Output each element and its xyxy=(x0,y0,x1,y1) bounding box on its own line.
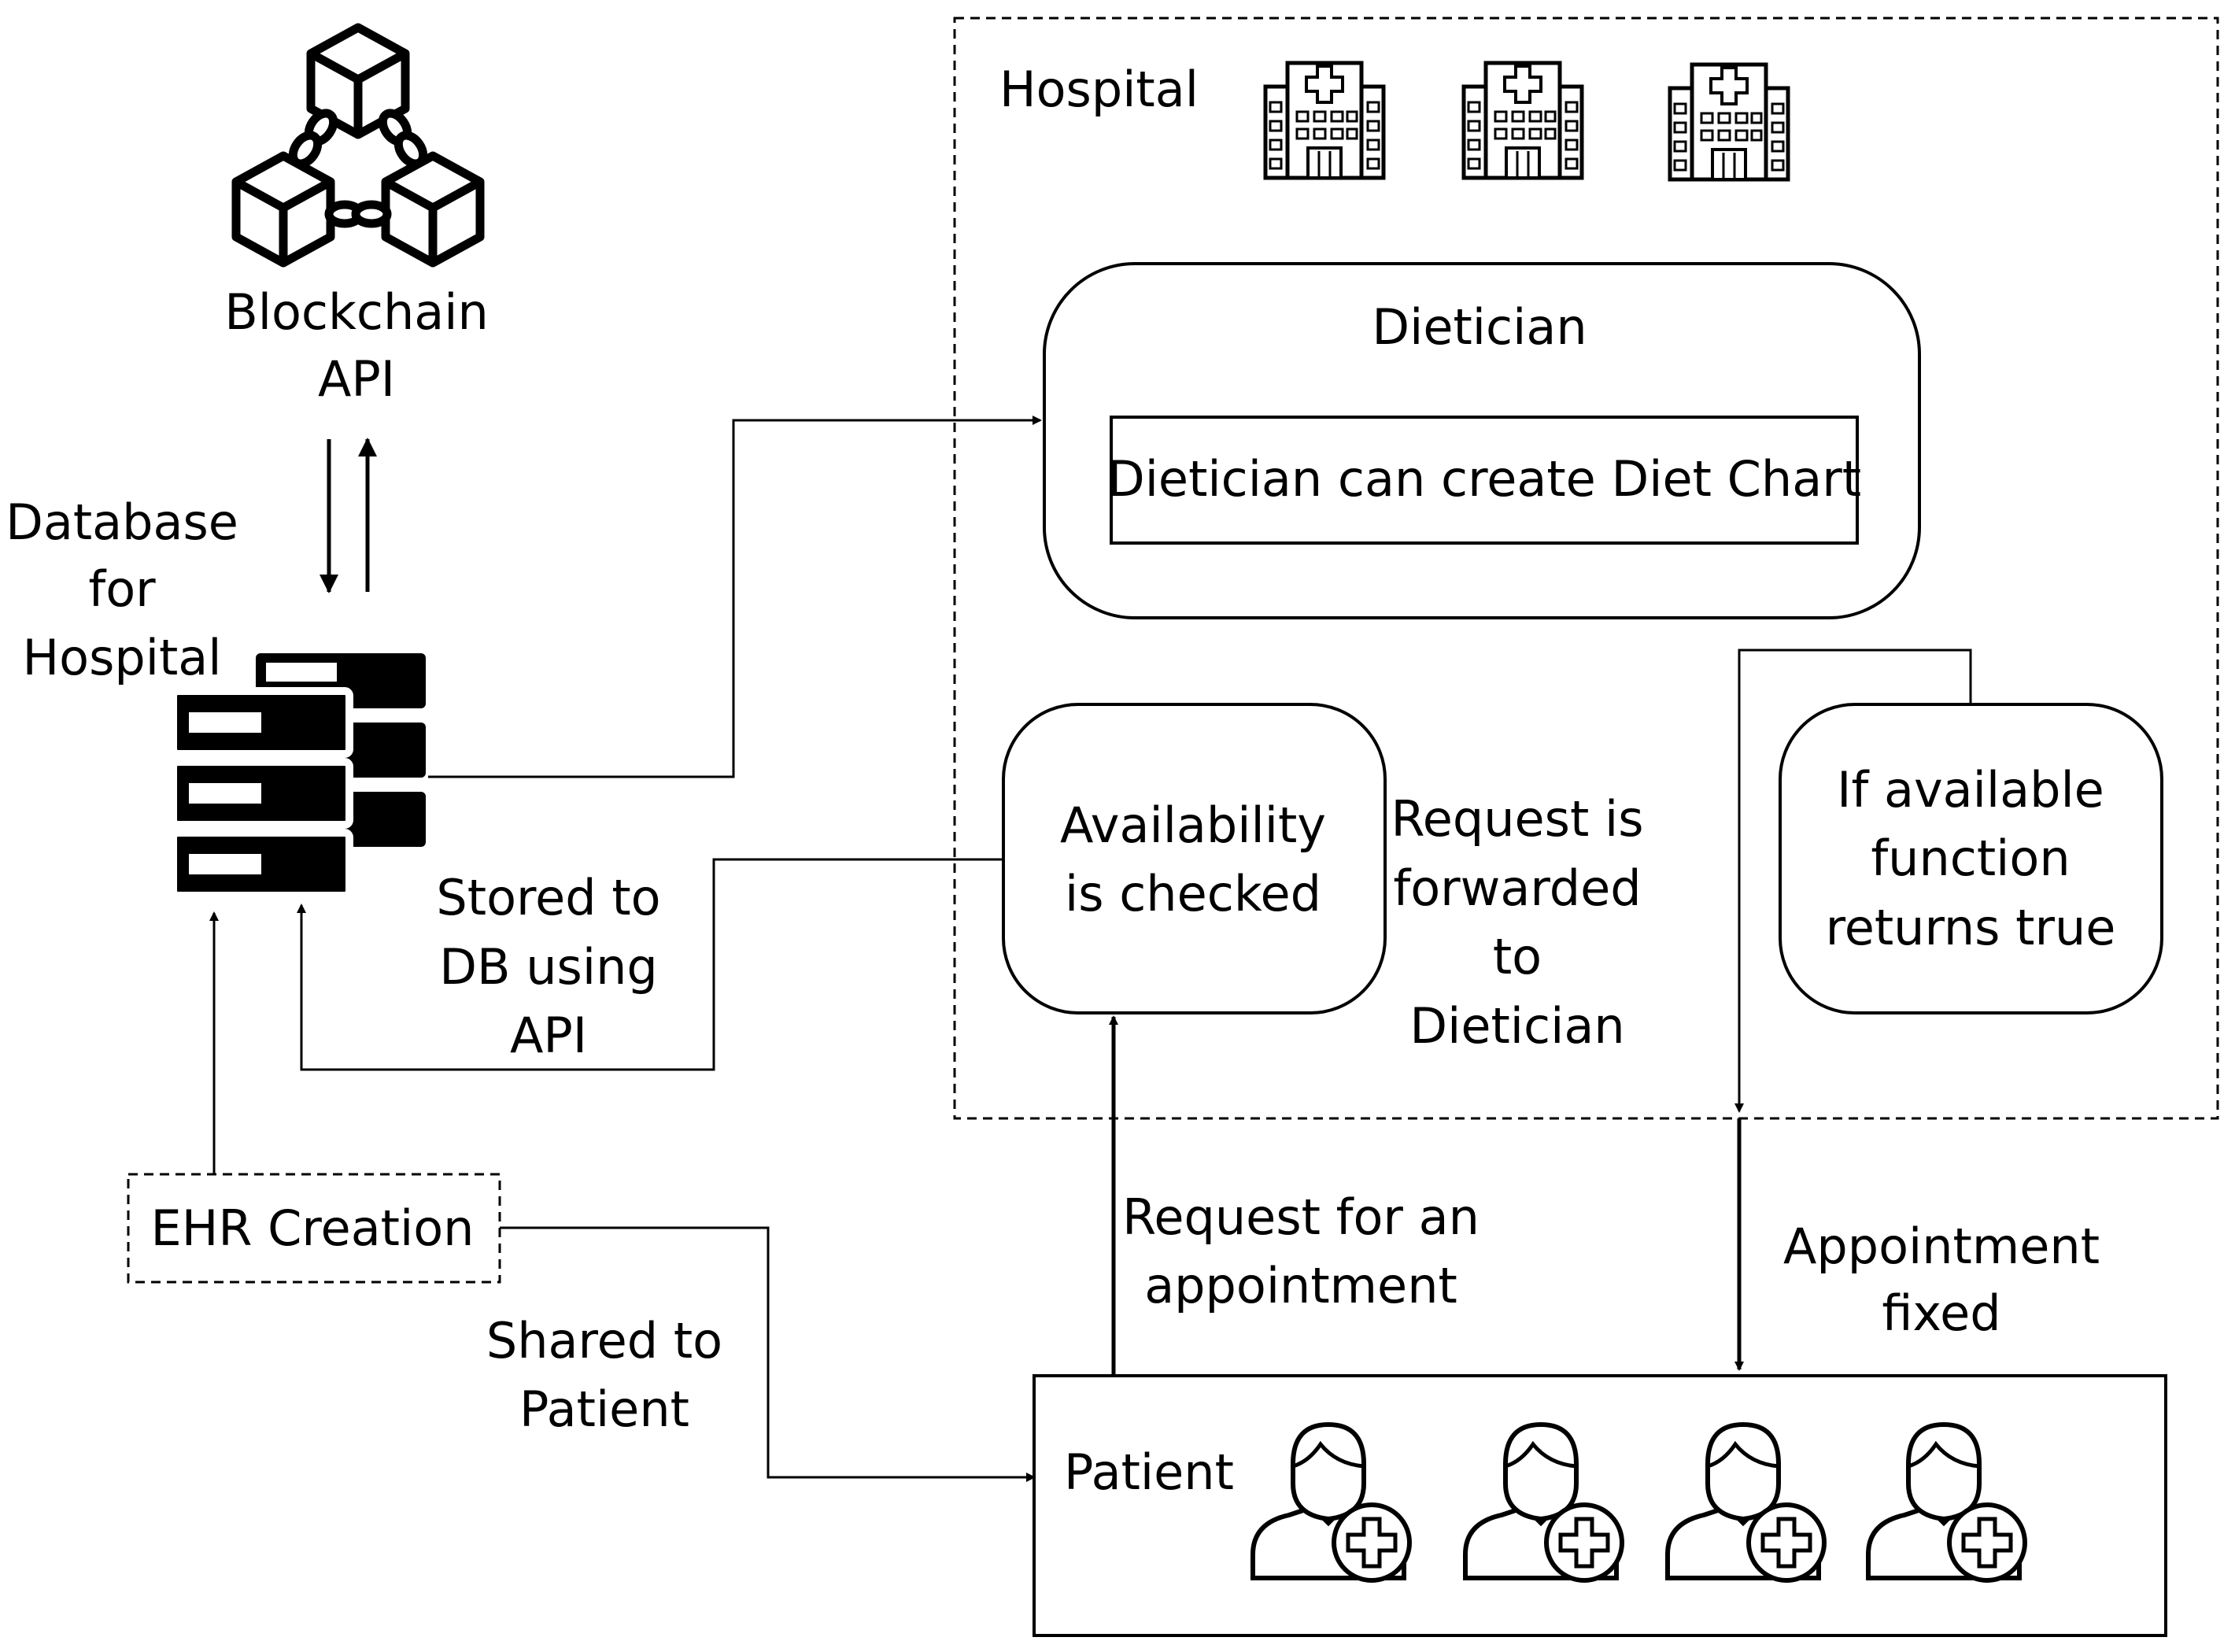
arrow-if-available-down xyxy=(1734,649,1972,1113)
if-available-label-line1: If available xyxy=(1837,761,2104,819)
forwarded-label-line2: forwarded xyxy=(1393,859,1641,917)
arrow-db-to-dietician xyxy=(428,416,1042,778)
patient-label: Patient xyxy=(1064,1443,1234,1501)
request-label-line2: appointment xyxy=(1144,1257,1457,1314)
ehr-creation-label: EHR Creation xyxy=(151,1199,475,1257)
availability-label-line1: Availability xyxy=(1060,796,1326,854)
forwarded-label-line1: Request is xyxy=(1391,790,1643,848)
appt-fixed-label-line2: fixed xyxy=(1882,1284,2000,1342)
availability-box xyxy=(1002,703,1387,1014)
stored-label-line3: API xyxy=(510,1007,587,1064)
database-label-line2: for xyxy=(88,560,156,618)
shared-label-line2: Patient xyxy=(519,1380,689,1438)
hospital-building-icon xyxy=(1265,63,1383,178)
blockchain-label-line2: API xyxy=(318,350,395,408)
blockchain-label-line1: Blockchain xyxy=(224,283,489,341)
forwarded-label-line4: Dietician xyxy=(1409,997,1624,1055)
arrow-availability-to-db xyxy=(297,858,1003,1071)
if-available-label-line3: returns true xyxy=(1826,899,2116,956)
request-label-line1: Request for an xyxy=(1122,1188,1480,1246)
shared-label-line1: Shared to xyxy=(486,1312,722,1369)
arrow-ehr-to-patient xyxy=(500,1226,1036,1482)
hospital-building-icon xyxy=(1464,63,1582,178)
dietician-title: Dietician xyxy=(1372,298,1587,356)
hospital-building-icon xyxy=(1670,65,1788,179)
blockchain-icon xyxy=(231,23,485,268)
database-label-line1: Database xyxy=(6,493,238,551)
database-label-line3: Hospital xyxy=(23,629,222,686)
server-database-icon xyxy=(169,653,426,900)
diet-chart-box xyxy=(1110,416,1859,545)
appt-fixed-label-line1: Appointment xyxy=(1783,1218,2100,1275)
diet-chart-label: Dietician can create Diet Chart xyxy=(1107,450,1861,508)
ehr-creation-box xyxy=(127,1173,501,1284)
forwarded-label-line3: to xyxy=(1493,928,1542,985)
hospital-label: Hospital xyxy=(999,61,1199,118)
availability-label-line2: is checked xyxy=(1065,865,1321,922)
stored-label-line2: DB using xyxy=(439,938,657,996)
if-available-label-line2: function xyxy=(1871,830,2070,887)
stored-label-line1: Stored to xyxy=(436,869,660,926)
hospital-container xyxy=(953,17,2219,1120)
